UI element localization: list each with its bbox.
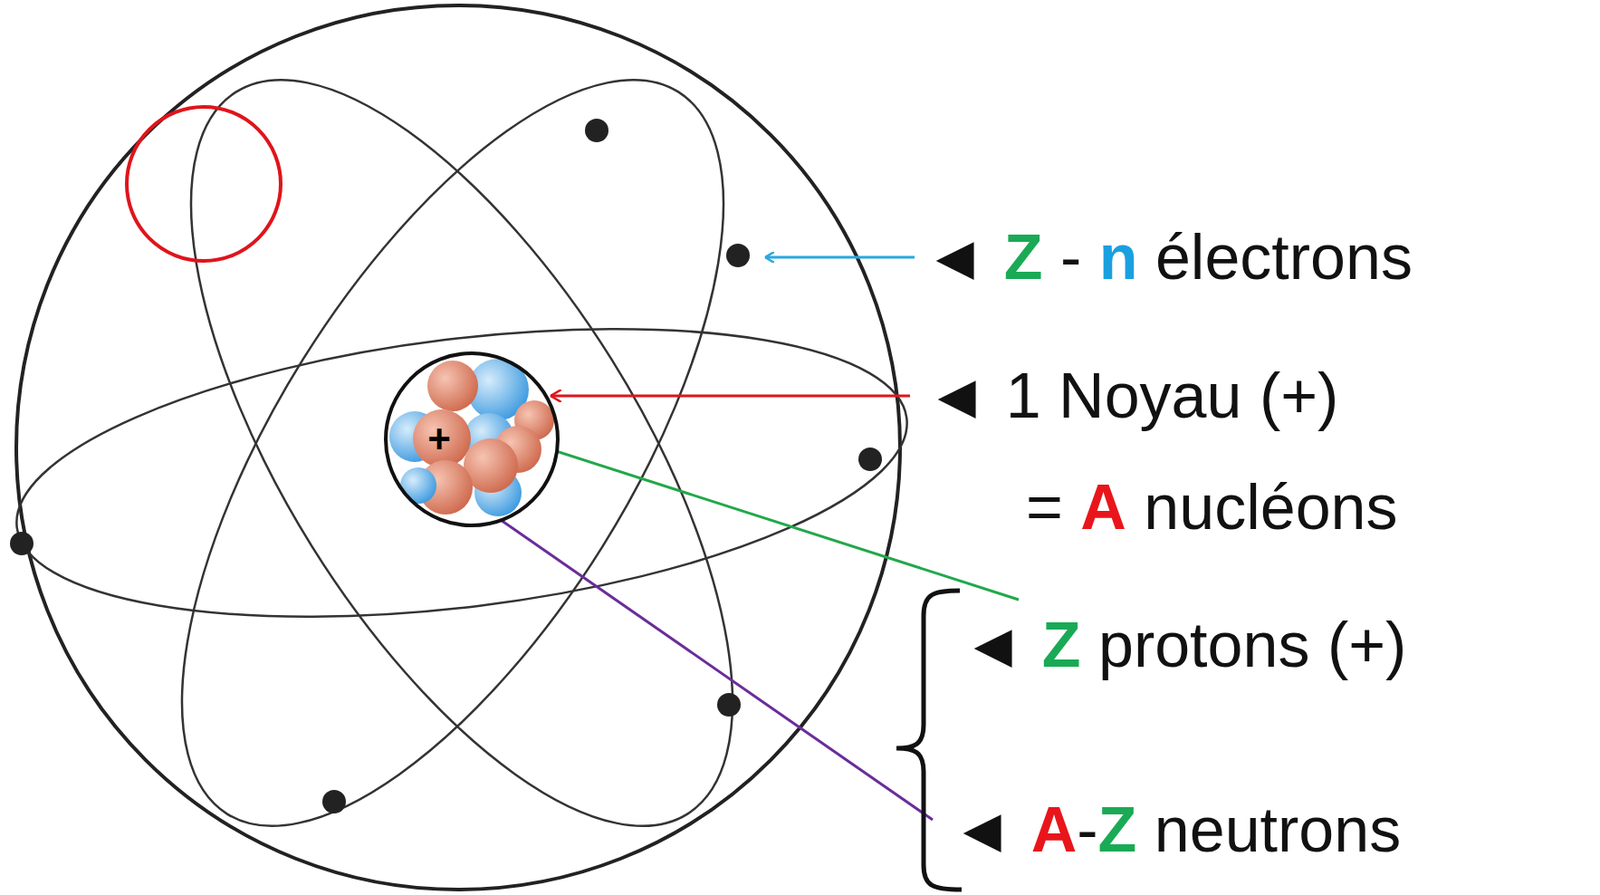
- part-label: ◄ Z protons (+): [961, 613, 1407, 677]
- part-label: = A nucléons: [1025, 475, 1399, 539]
- label-text: nucléons: [1126, 471, 1399, 543]
- label-text: =: [1025, 471, 1081, 543]
- label-text: électrons: [1137, 221, 1412, 293]
- nucleus-fill: [385, 353, 558, 526]
- part-label: ◄ 1 Noyau (+): [925, 364, 1339, 428]
- neutron-ball: [400, 467, 437, 504]
- label-symbol: Z: [1042, 609, 1082, 681]
- electron: [322, 789, 346, 814]
- electron: [584, 118, 609, 143]
- proton-ball: [427, 360, 479, 412]
- nucleus-outline: [385, 353, 558, 526]
- label-symbol: n: [1099, 221, 1139, 293]
- proton-ball: [412, 409, 471, 468]
- electron: [858, 447, 882, 471]
- electron: [717, 692, 741, 717]
- label-symbol: Z: [1004, 221, 1044, 293]
- charge-sign: +: [427, 419, 451, 460]
- label-text: ◄ 1 Noyau (+): [925, 360, 1339, 432]
- label-symbol: A: [1031, 794, 1078, 865]
- part-label: ◄ Z - n électrons: [923, 225, 1413, 289]
- part-label: ◄ A-Z neutrons: [950, 797, 1401, 862]
- label-text: -: [1043, 221, 1100, 293]
- leader-arrow: [488, 511, 933, 820]
- nucleus-circle: +: [382, 349, 562, 529]
- electron: [726, 243, 750, 268]
- leader-arrow: [765, 256, 915, 259]
- electron-orbit: [0, 285, 924, 661]
- label-text: ◄: [961, 609, 1043, 681]
- label-text: ◄: [950, 794, 1032, 865]
- nucleus-drawing: [382, 349, 562, 529]
- leader-arrow: [527, 441, 1019, 600]
- label-symbol: Z: [1098, 794, 1138, 865]
- electron-dots: [9, 118, 882, 814]
- electron: [9, 531, 34, 556]
- label-text: neutrons: [1136, 794, 1401, 865]
- leader-arrow: [550, 394, 911, 398]
- label-text: -: [1076, 794, 1098, 865]
- nucleons: [389, 358, 555, 517]
- label-text: protons (+): [1081, 609, 1408, 681]
- electron-orbit: [86, 0, 838, 895]
- electron-orbit: [77, 0, 829, 895]
- label-symbol: A: [1080, 471, 1127, 543]
- label-text: ◄: [923, 221, 1005, 293]
- highlight-circle: [126, 106, 281, 261]
- atom-sphere: [16, 5, 901, 890]
